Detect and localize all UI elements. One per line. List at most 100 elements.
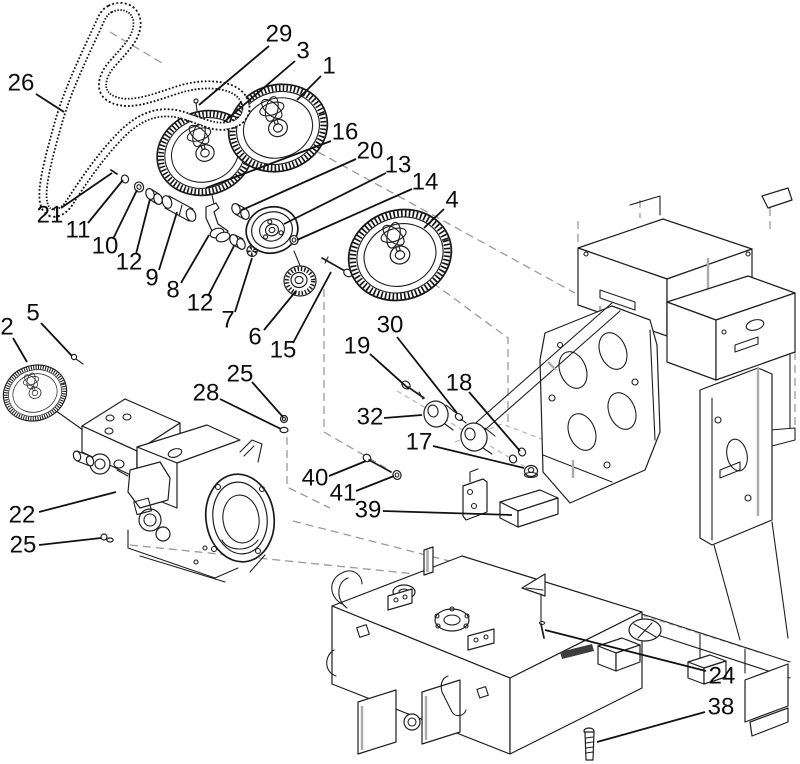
spacer-20 [231, 203, 250, 220]
spacer-block-39 [499, 489, 559, 528]
leader-line [369, 353, 410, 390]
frame-right-channel [699, 367, 789, 641]
fasteners-25-28 [279, 414, 289, 434]
leader-line [135, 198, 151, 255]
leader-line [432, 445, 525, 469]
leader-line [296, 75, 322, 101]
leader-line [205, 140, 332, 189]
leader-line [198, 45, 270, 106]
frame-lower-base [326, 546, 791, 761]
callout-label: 9 [145, 264, 158, 291]
leader-line [355, 475, 395, 492]
leader-line [383, 414, 423, 419]
leader-line [87, 179, 124, 224]
bracket-8 [205, 194, 231, 243]
rubber-mount-front [423, 400, 457, 431]
leader-line [219, 398, 282, 430]
bracket-plate [462, 468, 488, 521]
leader-line [263, 290, 297, 331]
pulley-2 [0, 355, 76, 431]
callout-label: 40 [302, 464, 329, 491]
bolt-38 [583, 727, 595, 761]
callout-label: 22 [9, 501, 36, 528]
shaft-9 [161, 195, 197, 222]
bolt-5 [70, 353, 84, 365]
leader-line [468, 391, 521, 452]
callout-label: 19 [344, 332, 371, 359]
leader-line [544, 629, 707, 672]
callout-label: 28 [193, 379, 220, 406]
leader-line [292, 271, 332, 344]
leader-lines [12, 45, 707, 743]
callout-label: 15 [270, 336, 297, 363]
leader-line [241, 158, 357, 211]
idler-pulley-13 [245, 205, 299, 255]
callout-label: 38 [708, 693, 735, 720]
callout-label: 21 [37, 201, 64, 228]
drive-belt [38, 2, 251, 218]
leader-line [207, 245, 235, 297]
leader-line [296, 188, 413, 241]
leader-line [60, 172, 113, 209]
callout-label: 7 [221, 306, 234, 333]
callout-label: 25 [10, 531, 37, 558]
callout-label: 1 [322, 52, 335, 79]
callout-label: 20 [357, 137, 384, 164]
callout-label: 25 [227, 360, 254, 387]
idler-shaft-parts [110, 169, 353, 297]
bolt-19 [401, 380, 425, 400]
frame-right-box [666, 187, 796, 447]
callout-label: 17 [406, 428, 433, 455]
spring-clutch-6 [283, 250, 317, 297]
leader-line [423, 208, 445, 229]
mount-pin-30 [454, 412, 467, 424]
callout-label: 8 [166, 276, 179, 303]
bushing-12a [145, 188, 163, 205]
flange-nut-17 [523, 464, 539, 479]
callout-label: 6 [248, 323, 261, 350]
callout-label: 3 [296, 37, 309, 64]
callout-label: 29 [266, 20, 293, 47]
frame-mid-plate [539, 305, 661, 504]
blower-housing [204, 439, 276, 563]
leader-line [596, 711, 706, 743]
leader-line [158, 211, 178, 271]
leader-line [382, 510, 513, 516]
callout-label: 2 [0, 313, 13, 340]
callout-label: 14 [412, 168, 439, 195]
callout-label: 4 [445, 186, 458, 213]
leader-line [234, 257, 253, 313]
callout-label: 30 [377, 311, 404, 338]
washer-41 [392, 469, 402, 481]
leader-line [35, 93, 65, 113]
tensioner-assembly [70, 98, 539, 543]
bushing-12b [229, 234, 246, 250]
leader-line [38, 491, 117, 513]
callout-label: 41 [330, 479, 357, 506]
callout-label: 24 [709, 662, 736, 689]
callout-label: 26 [8, 69, 35, 96]
rubber-mount-rear [460, 422, 496, 455]
callout-label: 12 [116, 248, 143, 275]
leader-line [12, 337, 28, 363]
engine-assembly [51, 398, 276, 583]
leader-line [396, 336, 458, 414]
callout-label: 10 [92, 232, 119, 259]
leader-line [223, 60, 296, 123]
leader-line [283, 172, 387, 225]
leader-line [38, 537, 102, 546]
leader-line [328, 460, 367, 477]
bolt-25-lower [100, 533, 114, 543]
callout-label: 13 [385, 151, 412, 178]
callout-label: 39 [355, 496, 382, 523]
leader-line [180, 234, 210, 284]
callout-label: 11 [66, 216, 91, 243]
washer-14 [289, 234, 299, 246]
callout-label: 5 [26, 299, 39, 326]
main-frame [326, 187, 796, 761]
leader-line [112, 189, 138, 240]
leader-line [251, 381, 284, 418]
